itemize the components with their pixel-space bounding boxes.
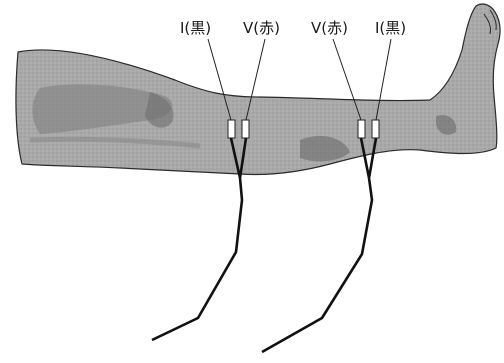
electrode-left-black xyxy=(228,120,235,138)
electrode-pair-right xyxy=(262,39,391,352)
electrode-right-red xyxy=(358,120,365,138)
label-left-red: V(赤) xyxy=(243,19,280,37)
label-right-red: V(赤) xyxy=(311,19,348,37)
label-left-black: I(黒) xyxy=(180,19,211,37)
electrode-right-black xyxy=(372,120,379,138)
label-right-black: I(黒) xyxy=(375,19,406,37)
electrode-left-red xyxy=(242,120,249,138)
